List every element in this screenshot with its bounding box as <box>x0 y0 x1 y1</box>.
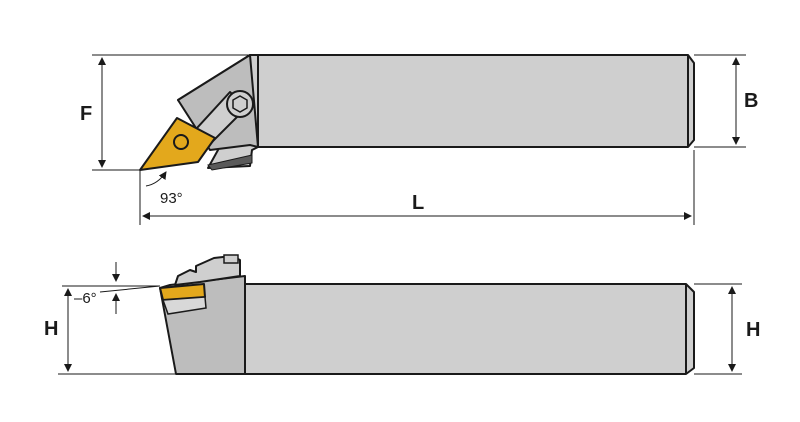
label-H-left: H <box>44 318 58 340</box>
hex-screw-icon <box>226 90 254 118</box>
side-shank <box>244 283 695 375</box>
dim-H-left: H <box>44 288 176 375</box>
label-L: L <box>412 192 424 214</box>
top-view <box>139 54 695 171</box>
dim-F: F <box>80 54 250 171</box>
side-insert-seat <box>161 296 207 315</box>
insert-hole <box>173 134 189 150</box>
label-H-right: H <box>746 319 760 341</box>
label-angle-93: 93° <box>160 190 183 207</box>
dim-angle-6: –6° <box>62 262 161 314</box>
dim-H-right: H <box>694 283 760 375</box>
label-B: B <box>744 90 758 112</box>
dim-B: B <box>694 54 758 148</box>
side-view <box>159 254 695 375</box>
dim-L: L <box>142 150 695 225</box>
label-angle-6: –6° <box>74 290 97 307</box>
label-F: F <box>80 103 92 125</box>
side-screw <box>223 254 239 264</box>
top-wedge <box>207 154 253 171</box>
dim-angle-93: 93° <box>139 170 183 225</box>
